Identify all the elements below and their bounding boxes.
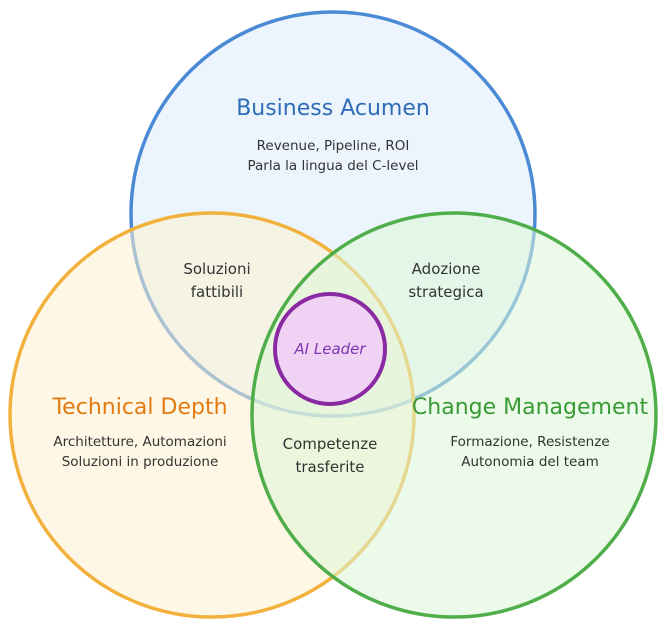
change-management-line2: Autonomia del team	[461, 454, 599, 470]
business-acumen-line2: Parla la lingua del C-level	[247, 158, 418, 174]
ai-leader-circle	[273, 292, 387, 406]
technical-depth-line2: Soluzioni in produzione	[62, 454, 219, 470]
change-management-title: Change Management	[412, 395, 649, 420]
overlap-business-change-line2: strategica	[408, 283, 483, 301]
overlap-business-technical-line2: fattibili	[191, 283, 243, 301]
overlap-technical-change-line1: Competenze	[283, 435, 378, 453]
technical-depth-line1: Architetture, Automazioni	[53, 434, 226, 450]
overlap-business-technical-line1: Soluzioni	[183, 260, 250, 278]
overlap-technical-change-line2: trasferite	[295, 458, 364, 476]
business-acumen-line1: Revenue, Pipeline, ROI	[257, 138, 410, 154]
technical-depth-title: Technical Depth	[51, 395, 227, 420]
business-acumen-title: Business Acumen	[236, 96, 430, 121]
change-management-line1: Formazione, Resistenze	[450, 434, 609, 450]
ai-leader-label: AI Leader	[293, 340, 366, 358]
overlap-business-change-line1: Adozione	[412, 260, 481, 278]
